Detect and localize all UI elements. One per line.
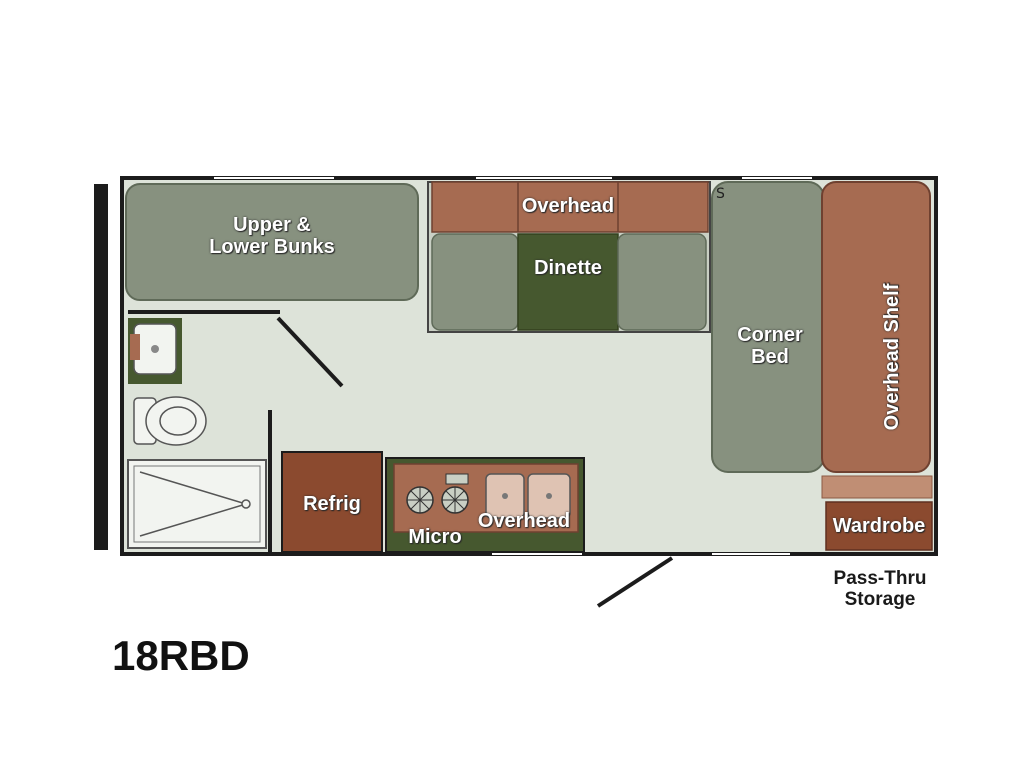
toilet-bowl [145, 396, 207, 446]
pass-thru-label-line2: Storage [844, 589, 916, 610]
rear-bumper [94, 184, 108, 550]
refrig-label: Refrig [303, 493, 361, 515]
svg-text:S: S [716, 186, 725, 202]
dinette-table [517, 233, 619, 331]
bunks-label-line1: Upper & [233, 214, 311, 236]
overhead-shelf-label: Overhead Shelf [881, 283, 903, 431]
overhead-cabinet-top [431, 181, 709, 233]
dinette-seat-right [617, 233, 707, 331]
micro-label: Micro [408, 526, 462, 548]
corner-bed-label: Corner Bed [722, 324, 818, 368]
wardrobe-block [825, 501, 933, 551]
dinette-label: Dinette [534, 257, 602, 279]
entry-door [596, 556, 674, 608]
overhead-top-label: Overhead [521, 195, 615, 217]
bunks-label-line2: Lower Bunks [209, 236, 335, 258]
overhead-kitchen-label: Overhead [477, 510, 571, 532]
pass-thru-strip [821, 475, 933, 499]
wardrobe-label: Wardrobe [832, 515, 926, 537]
bunks-label: Upper & Lower Bunks [172, 214, 372, 258]
pass-thru-label: Pass-Thru Storage [812, 568, 948, 610]
corner-bed-label-line2: Bed [751, 346, 789, 368]
pass-thru-label-line1: Pass-Thru [833, 568, 927, 589]
overhead-shelf [821, 181, 931, 473]
dinette-seat-left [431, 233, 519, 331]
refrig-block [281, 451, 383, 553]
corner-bed-label-line1: Corner [737, 324, 803, 346]
bunks-block [125, 183, 419, 301]
model-name: 18RBD [112, 632, 250, 679]
